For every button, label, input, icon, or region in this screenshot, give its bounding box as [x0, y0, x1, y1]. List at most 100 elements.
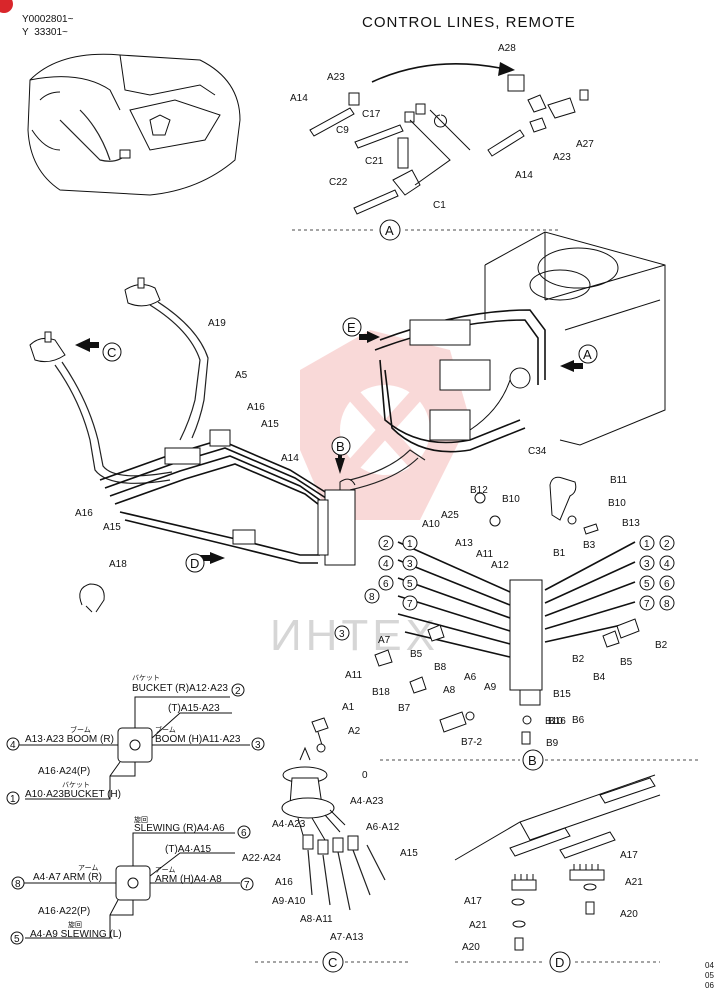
page-code-04: 04: [705, 961, 714, 970]
label-a14-1: A14: [290, 93, 308, 104]
label-a10: A10: [422, 519, 440, 530]
label-b1: B1: [553, 548, 566, 559]
schema-bottom-slewing-jp2: 旋回: [68, 920, 82, 929]
label-c1: C1: [433, 200, 446, 211]
section-d-arrow-label: D: [190, 556, 199, 571]
schema-bottom-num-8: 8: [15, 879, 21, 890]
schema-top-bucket-jp: バケット: [132, 674, 160, 682]
schema-top-bucket-jp2: バケット: [62, 781, 90, 789]
label-b10-1: B10: [502, 494, 520, 505]
svg-text:3: 3: [644, 559, 650, 570]
label-a7: A7: [378, 635, 391, 646]
label-b5-2: B5: [620, 657, 633, 668]
svg-text:8: 8: [369, 592, 375, 603]
label-b15: B15: [553, 689, 571, 700]
svg-text:4: 4: [383, 559, 389, 570]
label-a18: A18: [109, 559, 127, 570]
label-b2-2: B2: [655, 640, 668, 651]
schema-bottom-arm-h: ARM (H)A4·A8: [155, 874, 222, 885]
svg-text:2: 2: [383, 539, 389, 550]
hose-schematic-bucket-boom: 2 4 3 1 バケット BUCKET (R)A12·A23 (T)A15·A2…: [6, 674, 265, 805]
schema-bottom-slewing-jp: 旋回: [134, 815, 148, 824]
schema-top-num-2: 2: [235, 686, 241, 697]
label-a9: A9: [484, 682, 497, 693]
label-a11-b: A11: [345, 670, 362, 681]
label-a20-2: A20: [462, 942, 480, 953]
schema-top-boom-jp-2: ブーム: [155, 725, 176, 734]
schema-bottom-arm-jp: アーム: [78, 864, 98, 872]
hose-schematic-arm-slewing: 6 8 7 5 旋回 SLEWING (R)A4·A6 (T)A4·A15 アー…: [10, 815, 254, 945]
page-corner-badge: [0, 0, 13, 13]
detail-b-circle-label: B: [528, 753, 537, 768]
svg-text:6: 6: [664, 579, 670, 590]
schema-bottom-num-5: 5: [14, 934, 20, 945]
detail-b: B 2 1 4 3 6 5 8 7 3 1 2 3 4 5 6 7 8 A10 …: [334, 519, 700, 771]
label-a7-a13: A7·A13: [330, 932, 364, 943]
page-code-05: 05: [705, 971, 714, 980]
detail-b-left-numbers: 2 1 4 3 6 5 8 7 3: [334, 535, 418, 641]
detail-c: C A1 A2 0 A4·A23 A4·A23 A6·A12 A22·A24 A…: [242, 702, 418, 973]
schema-top-boom-r: A13·A23 BOOM (R): [25, 734, 114, 745]
machine-overview: [27, 53, 241, 196]
label-a21-2: A21: [469, 920, 487, 931]
label-a1: A1: [342, 702, 355, 713]
label-a17-2: A17: [464, 896, 482, 907]
label-a17-1: A17: [620, 850, 638, 861]
label-a8-a11: A8·A11: [300, 914, 333, 925]
detail-a: A A23 A14 C17 C9 C21 C22 C1 A28 A27 A23 …: [290, 43, 594, 241]
svg-text:4: 4: [664, 559, 670, 570]
label-b18: B18: [372, 687, 390, 698]
detail-d: D A17 A21 A20 A17 A21 A20: [454, 774, 661, 973]
schema-top-t: (T)A15·A23: [168, 703, 220, 714]
svg-text:7: 7: [407, 599, 413, 610]
schema-top-boom-jp: ブーム: [70, 725, 91, 734]
label-c34: C34: [528, 446, 547, 457]
svg-text:8: 8: [664, 599, 670, 610]
section-e-arrow-label: E: [347, 320, 356, 335]
label-a6-a12: A6·A12: [366, 822, 400, 833]
detail-c-circle-label: C: [328, 955, 337, 970]
label-a25: A25: [441, 510, 459, 521]
svg-text:2: 2: [664, 539, 670, 550]
label-b7: B7: [398, 703, 411, 714]
svg-text:3: 3: [407, 559, 413, 570]
label-a15: A15: [400, 848, 418, 859]
label-a23-2: A23: [553, 152, 571, 163]
schema-top-num-4: 4: [10, 740, 16, 751]
label-0: 0: [362, 770, 368, 781]
label-a16-2: A16: [75, 508, 93, 519]
svg-text:1: 1: [644, 539, 650, 550]
label-c9: C9: [336, 125, 349, 136]
svg-text:6: 6: [383, 579, 389, 590]
label-a21-1: A21: [625, 877, 643, 888]
label-a16-1: A16: [247, 402, 265, 413]
label-b10-2: B10: [608, 498, 626, 509]
label-b5-1: B5: [410, 649, 423, 660]
label-c17: C17: [362, 109, 381, 120]
section-c-arrow-label: C: [107, 345, 116, 360]
label-b2-1: B2: [572, 654, 585, 665]
schema-bottom-num-7: 7: [244, 880, 250, 891]
schema-top-p: A16·A24(P): [38, 766, 90, 777]
label-a12: A12: [491, 560, 509, 571]
label-b7-2: B7-2: [461, 737, 483, 748]
schema-bottom-num-6: 6: [241, 828, 247, 839]
label-c21: C21: [365, 156, 384, 167]
label-a6: A6: [464, 672, 477, 683]
label-b8: B8: [434, 662, 447, 673]
label-a14-2: A14: [515, 170, 533, 181]
label-b6: B6: [572, 715, 585, 726]
label-c22: C22: [329, 177, 348, 188]
schema-bottom-arm-jp-2: アーム: [155, 866, 175, 874]
label-b13: B13: [622, 518, 640, 529]
detail-a-circle-label: A: [385, 223, 394, 238]
schema-bottom-t: (T)A4·A15: [165, 844, 212, 855]
label-a2: A2: [348, 726, 361, 737]
label-a28: A28: [498, 43, 516, 54]
schema-bottom-slewing-l: A4·A9 SLEWING (L): [30, 929, 122, 940]
svg-text:3: 3: [339, 629, 345, 640]
main-assembly: C B D E A A19 A5 A16 A15 A14 C34 A16 A15…: [29, 231, 666, 613]
label-b4: B4: [593, 672, 606, 683]
label-a15-2: A15: [103, 522, 121, 533]
label-a16: A16: [275, 877, 293, 888]
